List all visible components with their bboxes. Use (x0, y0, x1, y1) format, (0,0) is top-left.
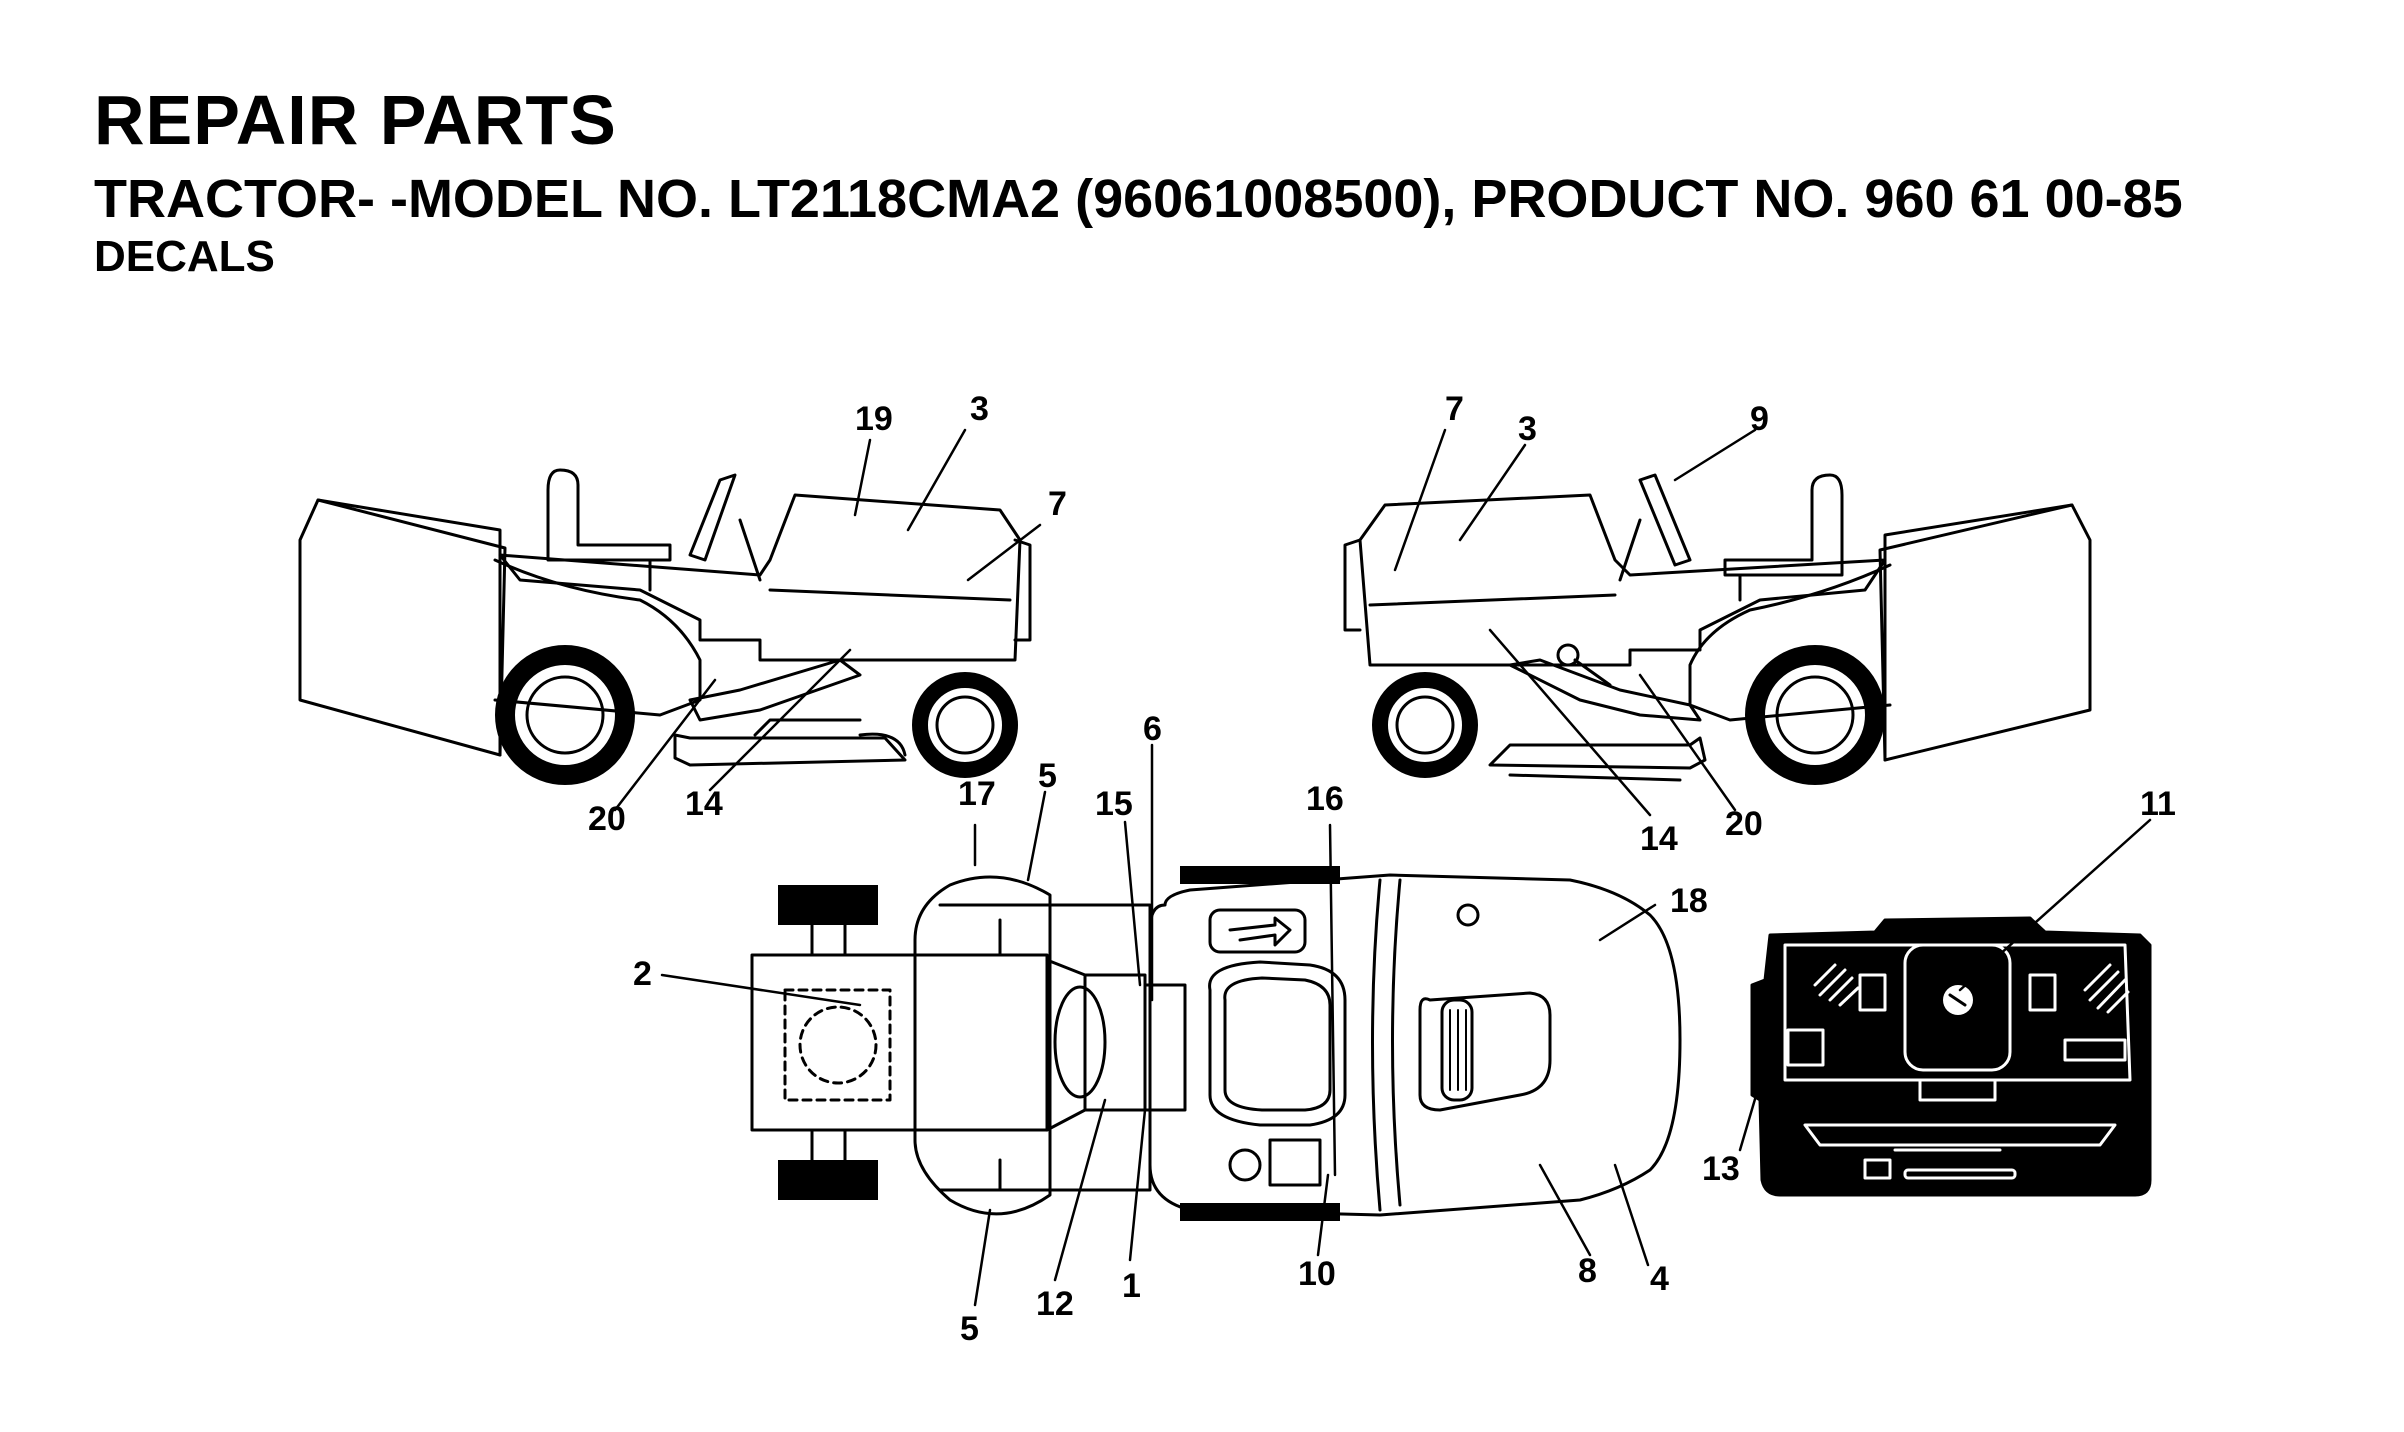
callout-18: 18 (1670, 882, 1708, 920)
callout-3: 3 (970, 390, 989, 428)
callout-10: 10 (1298, 1255, 1336, 1293)
left-view-callout-labels: 19 3 7 20 14 (588, 390, 1067, 838)
callout-20: 20 (588, 800, 626, 838)
dash-view-callout-labels: 11 13 (1702, 785, 2176, 1188)
callout-2: 2 (633, 955, 652, 993)
callout-17: 17 (958, 775, 996, 813)
tractor-left-side-view: 19 3 7 20 14 (298, 390, 1067, 838)
callout-20: 20 (1725, 805, 1763, 843)
callout-11: 11 (2140, 785, 2176, 823)
section-title: DECALS (94, 232, 275, 281)
callout-7: 7 (1048, 485, 1067, 523)
callout-13: 13 (1702, 1150, 1740, 1188)
callout-12: 12 (1036, 1285, 1074, 1323)
callout-16: 16 (1306, 780, 1344, 818)
callout-9: 9 (1750, 400, 1769, 438)
top-view-callout-labels: 17 5 15 6 16 18 2 12 1 10 8 4 5 (633, 710, 1708, 1348)
callout-1: 1 (1122, 1267, 1141, 1305)
callout-7: 7 (1445, 390, 1464, 428)
tractor-right-side-view: 7 3 9 14 20 (1343, 390, 2092, 858)
callout-14: 14 (685, 785, 723, 823)
callout-14: 14 (1640, 820, 1678, 858)
model-subtitle: TRACTOR- -MODEL NO. LT2118CMA2 (96061008… (94, 169, 2183, 229)
callout-4: 4 (1650, 1260, 1669, 1298)
callout-6: 6 (1143, 710, 1162, 748)
callout-3: 3 (1518, 410, 1537, 448)
callout-5: 5 (1038, 757, 1057, 795)
page-title: REPAIR PARTS (94, 81, 617, 159)
callout-15: 15 (1095, 785, 1133, 823)
tractor-top-view: 17 5 15 6 16 18 2 12 1 10 8 4 5 (633, 710, 1708, 1348)
callout-8: 8 (1578, 1252, 1597, 1290)
callout-19: 19 (855, 400, 893, 438)
callout-5: 5 (960, 1310, 979, 1348)
control-panel-view: 11 13 (1702, 785, 2176, 1197)
right-view-callout-labels: 7 3 9 14 20 (1445, 390, 1769, 858)
